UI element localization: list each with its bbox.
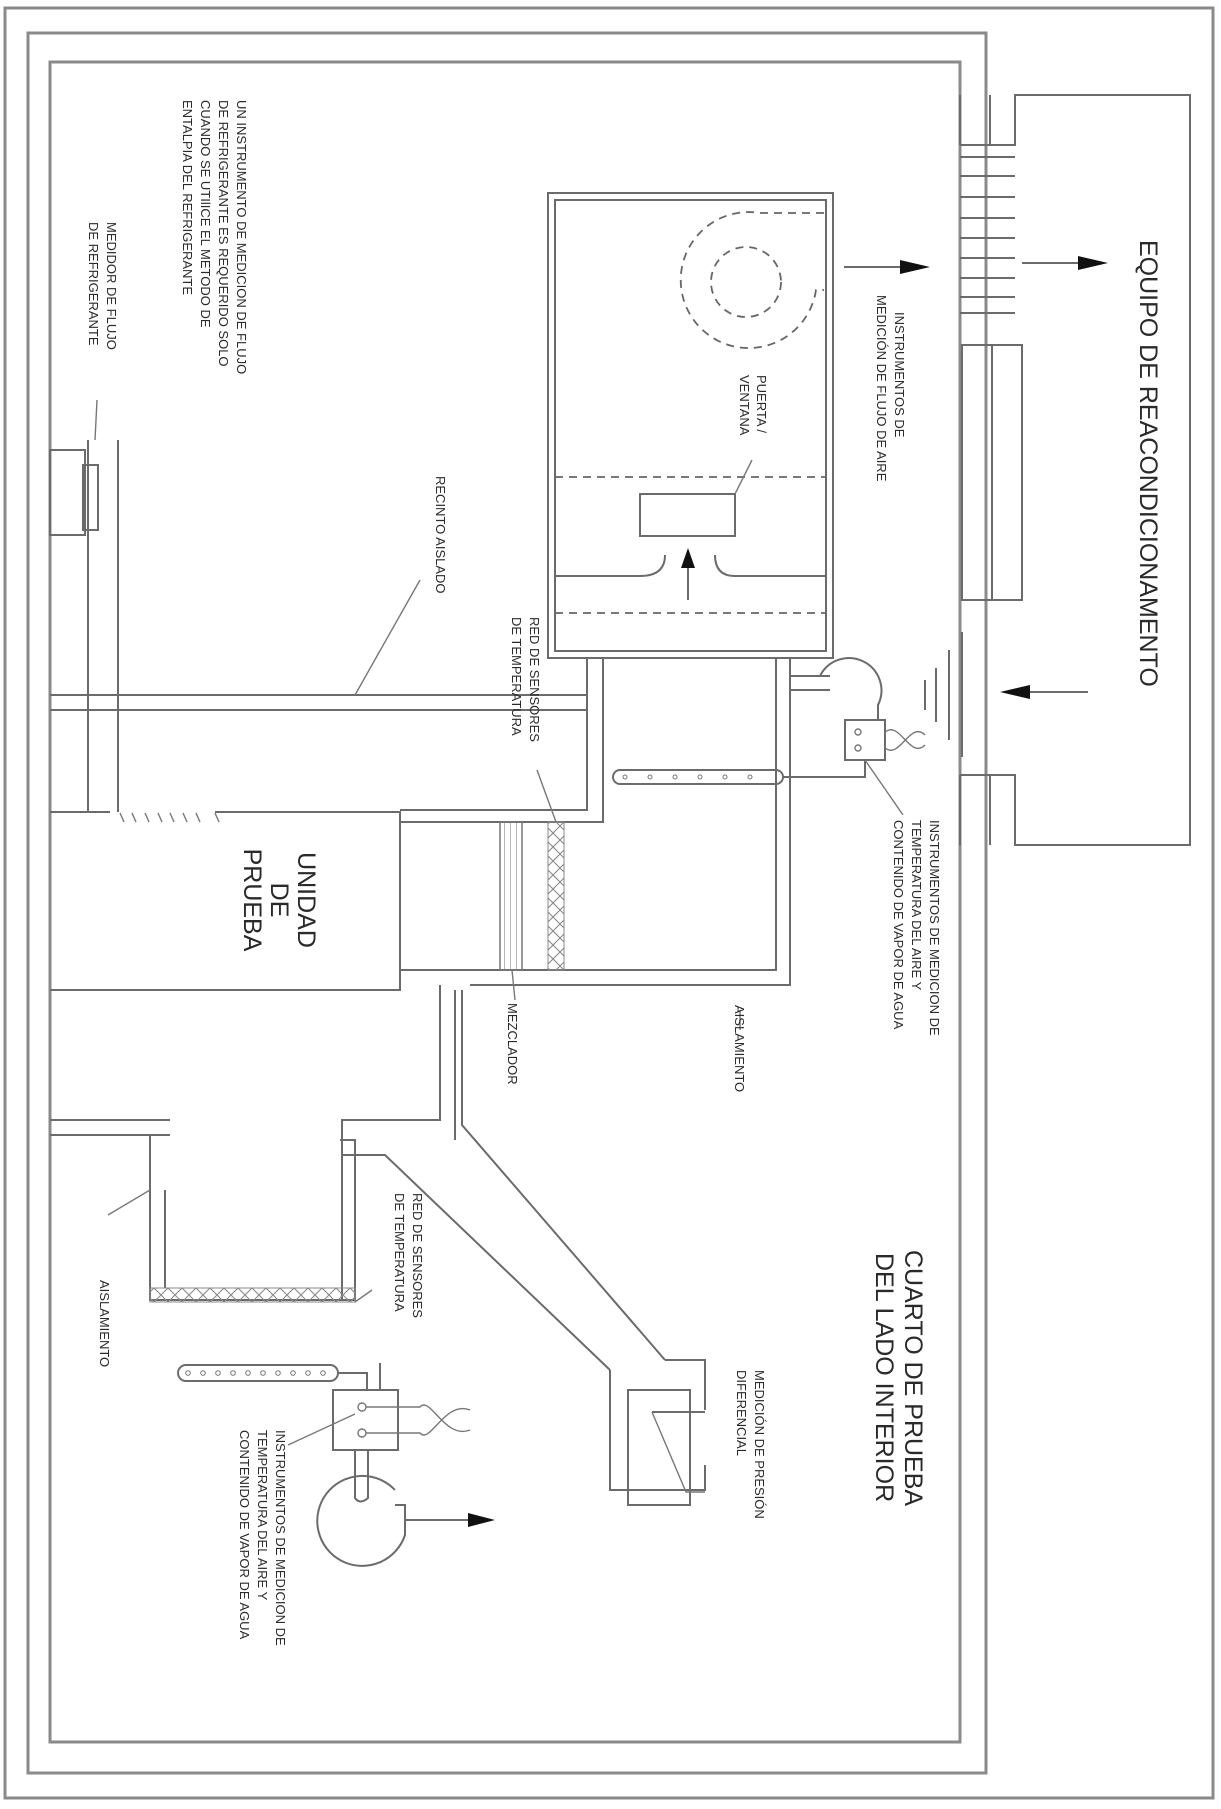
svg-text:CONTENIDO DE VAPOR DE AGUA: CONTENIDO DE VAPOR DE AGUA (237, 1430, 252, 1640)
svg-text:TEMPERATURA DEL AIRE Y: TEMPERATURA DEL AIRE Y (255, 1430, 270, 1601)
test-unit (50, 811, 401, 991)
svg-text:RED DE SENSORES: RED DE SENSORES (410, 1193, 425, 1318)
label-humidity-instruments-top: INSTRUMENTOS DE MEDICION DE TEMPERATURA … (891, 820, 942, 1036)
label-refrigerant-flow-meter: MEDIDOR DE FLUJO DE REFRIGERANTE (86, 222, 119, 350)
svg-text:DE REFRIGERANTE: DE REFRIGERANTE (86, 222, 101, 346)
svg-text:TEMPERATURA DEL AIRE Y: TEMPERATURA DEL AIRE Y (909, 820, 924, 991)
label-test-unit: UNIDAD DE PRUEBA (238, 849, 320, 952)
svg-text:INSTRUMENTOS DE: INSTRUMENTOS DE (892, 312, 907, 438)
label-insulation-bottom: AISLAMIENTO (97, 1280, 112, 1367)
svg-text:MEDIDOR DE FLUJO: MEDIDOR DE FLUJO (104, 222, 119, 350)
svg-text:VENTANA: VENTANA (737, 375, 752, 436)
label-differential-pressure: MEDICIÓN DE PRESIÓN DIFERENCIAL (734, 1370, 767, 1519)
airflow-arrow-out (1022, 256, 1108, 270)
svg-text:DE TEMPERATURA: DE TEMPERATURA (392, 1193, 407, 1312)
label-insulation-top: AISLAMIENTO (732, 1005, 747, 1092)
svg-text:RED DE SENSORES: RED DE SENSORES (527, 617, 542, 742)
svg-text:INSTRUMENTOS DE MEDICION DE: INSTRUMENTOS DE MEDICION DE (273, 1430, 288, 1646)
svg-text:PUERTA /: PUERTA / (754, 375, 769, 433)
temperature-sensor-grid-bottom (149, 1287, 356, 1303)
svg-text:UN INSTRUMENTO DE MEDICION DE: UN INSTRUMENTO DE MEDICION DE FLUJO (234, 100, 249, 374)
svg-text:DIFERENCIAL: DIFERENCIAL (734, 1370, 749, 1456)
indoor-cabinet (547, 192, 834, 659)
label-airflow-instruments: INSTRUMENTOS DE MEDICIÓN DE FLUJO DE AIR… (874, 295, 907, 482)
label-mixer: MEZCLADOR (505, 1003, 520, 1085)
label-door-window: PUERTA / VENTANA (737, 375, 769, 436)
humidity-instruments-top (612, 657, 926, 816)
middle-frame (26, 31, 988, 1775)
refrigerant-flow-meter (49, 449, 86, 536)
label-humidity-instruments-bottom: INSTRUMENTOS DE MEDICION DE TEMPERATURA … (237, 1430, 288, 1646)
svg-text:PRUEBA: PRUEBA (238, 849, 266, 952)
svg-text:MEDICIÓN DE FLUJO DE AIRE: MEDICIÓN DE FLUJO DE AIRE (874, 295, 889, 482)
insulated-enclosure (49, 399, 587, 812)
airflow-arrow-return (1000, 685, 1088, 699)
svg-text:DE TEMPERATURA: DE TEMPERATURA (509, 617, 524, 736)
door-window (639, 493, 736, 537)
temperature-sensor-grid-top (547, 821, 565, 971)
label-refrigerant-note: UN INSTRUMENTO DE MEDICION DE FLUJO DE R… (180, 100, 249, 374)
svg-text:INSTRUMENTOS DE MEDICION DE: INSTRUMENTOS DE MEDICION DE (927, 820, 942, 1036)
differential-pressure-gauge (609, 1359, 706, 1506)
inner-room-wall (48, 60, 962, 1744)
svg-text:DE: DE (265, 883, 293, 918)
svg-text:UNIDAD: UNIDAD (292, 852, 320, 948)
outer-frame (3, 6, 1215, 1800)
inlet-duct (400, 658, 791, 1001)
svg-text:CONTENIDO DE VAPOR DE AGUA: CONTENIDO DE VAPOR DE AGUA (891, 820, 906, 1030)
label-room: CUARTO DE PRUEBA DEL LADO INTERIOR (870, 1250, 927, 1506)
svg-text:ENTALPIA DEL REFRIGERANTE: ENTALPIA DEL REFRIGERANTE (180, 100, 195, 295)
reconditioning-equipment (924, 94, 1191, 846)
svg-text:MEDICIÓN DE PRESIÓN: MEDICIÓN DE PRESIÓN (752, 1370, 767, 1519)
flow-straightener (960, 156, 1015, 314)
label-temperature-grid-bottom: RED DE SENSORES DE TEMPERATURA (392, 1193, 425, 1318)
humidity-instruments-bottom (177, 1363, 495, 1567)
airflow-arrow-in (844, 260, 930, 274)
label-temperature-grid-top: RED DE SENSORES DE TEMPERATURA (509, 617, 542, 742)
mixer (499, 821, 523, 971)
label-insulated-enclosure: RECINTO AISLADO (433, 476, 448, 594)
label-reconditioning: EQUIPO DE REACONDICIONAMENTO (1134, 240, 1162, 687)
outlet-duct (50, 985, 666, 1371)
svg-text:CUARTO DE PRUEBA: CUARTO DE PRUEBA (899, 1250, 927, 1506)
svg-text:DE REFRIGERANTE ES REQUERIDO S: DE REFRIGERANTE ES REQUERIDO SOLO (216, 100, 231, 367)
svg-text:CUANDO SE UTIlICE EL METODO DE: CUANDO SE UTIlICE EL METODO DE (198, 100, 213, 328)
svg-text:DEL LADO INTERIOR: DEL LADO INTERIOR (870, 1253, 898, 1502)
